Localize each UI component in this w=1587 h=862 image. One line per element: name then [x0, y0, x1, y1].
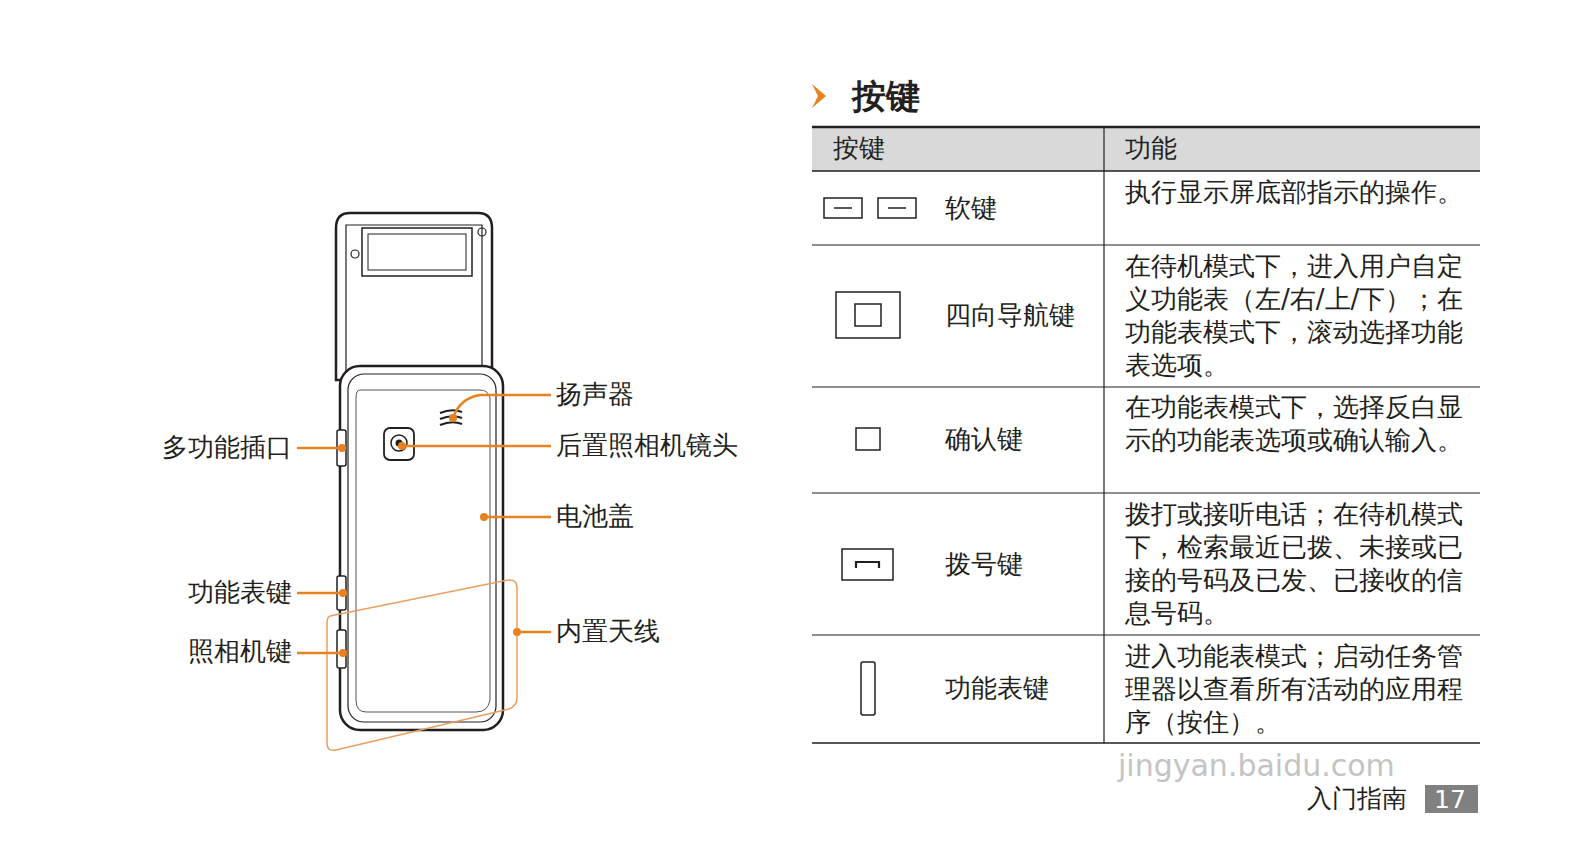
- part-label: 内置天线: [556, 615, 660, 648]
- function-cell: 在待机模式下，进入用户自定义功能表（左/右/上/下）；在功能表模式下，滚动选择功…: [1125, 250, 1470, 382]
- section-title: 按键: [852, 74, 920, 118]
- leader-lines: [297, 395, 551, 653]
- key-icons: [824, 198, 916, 715]
- phone-body: [340, 366, 503, 730]
- watermark: jingyan.baidu.com: [1118, 748, 1395, 784]
- function-cell: 进入功能表模式；启动任务管理器以查看所有活动的应用程序（按住）。: [1125, 640, 1470, 739]
- part-label: 电池盖: [556, 500, 634, 533]
- port: [337, 430, 346, 466]
- battery-cover: [356, 390, 490, 712]
- table-lines: [812, 127, 1480, 743]
- footer-text: 入门指南: [1307, 782, 1407, 815]
- key-name: 四向导航键: [945, 299, 1075, 332]
- phone-slide: [336, 213, 492, 380]
- function-cell: 执行显示屏底部指示的操作。: [1125, 176, 1470, 208]
- speaker: [440, 410, 462, 425]
- page-number: 17: [1434, 783, 1466, 816]
- key-name: 功能表键: [945, 672, 1049, 705]
- camera-lens: [384, 428, 414, 460]
- part-label: 后置照相机镜头: [556, 429, 738, 462]
- table-header-cell: 功能: [1125, 132, 1177, 165]
- part-label: 扬声器: [556, 378, 634, 411]
- table-header-cell: 按键: [833, 132, 885, 165]
- part-label: 多功能插口: [162, 431, 292, 464]
- key-name: 软键: [945, 192, 997, 225]
- function-cell: 拨打或接听电话；在待机模式下，检索最近已拨、未接或已接的号码及已发、已接收的信息…: [1125, 498, 1470, 630]
- key-name: 确认键: [945, 423, 1023, 456]
- table-header: [812, 127, 1480, 171]
- function-cell: 在功能表模式下，选择反白显示的功能表选项或确认输入。: [1125, 391, 1470, 457]
- key-name: 拨号键: [945, 548, 1023, 581]
- antenna-region: [327, 580, 517, 750]
- part-label: 功能表键: [188, 576, 292, 609]
- chevron: [812, 84, 826, 108]
- part-label: 照相机键: [188, 635, 292, 668]
- camera-key: [337, 630, 346, 668]
